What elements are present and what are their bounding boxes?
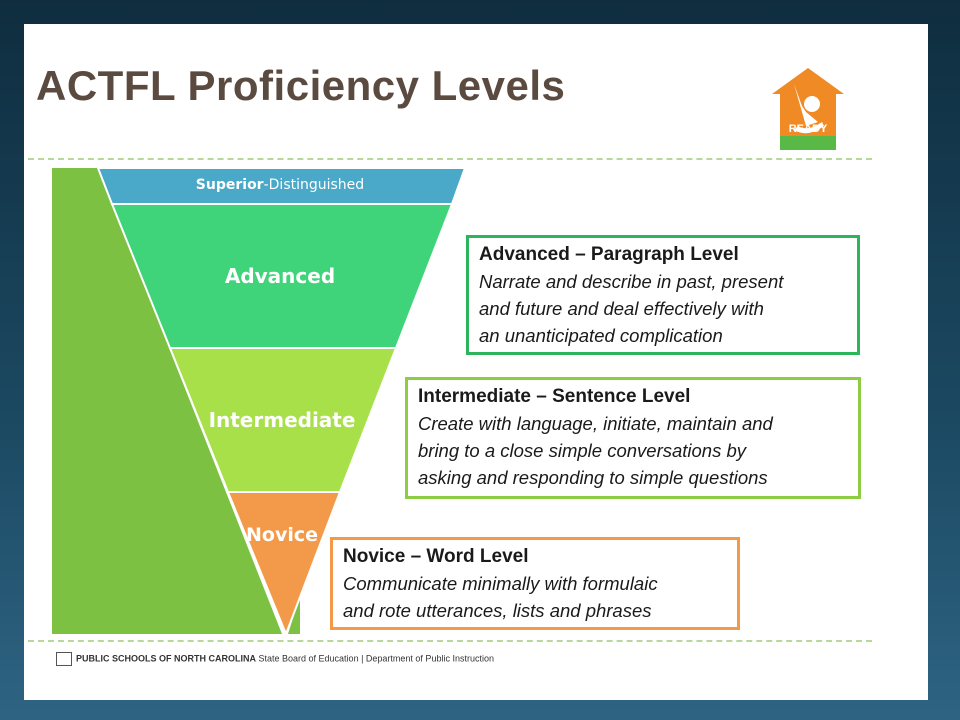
advanced-line-1: Narrate and describe in past, present: [479, 271, 784, 292]
advanced-description-box: Advanced – Paragraph Level Narrate and d…: [466, 235, 860, 355]
novice-line-1: Communicate minimally with formulaic: [343, 573, 658, 594]
intermediate-line-2: bring to a close simple conversations by: [418, 440, 747, 461]
intermediate-line-3: asking and responding to simple question…: [418, 467, 768, 488]
novice-line-2: and rote utterances, lists and phrases: [343, 600, 652, 621]
house-reading-child-icon: [772, 68, 844, 150]
advanced-line-3: an unanticipated complication: [479, 325, 723, 346]
novice-heading: Novice – Word Level: [343, 546, 529, 567]
footer-seal-icon: [56, 652, 72, 666]
intermediate-heading: Intermediate – Sentence Level: [418, 386, 691, 407]
page-title: ACTFL Proficiency Levels: [36, 62, 566, 109]
level-novice: [226, 491, 342, 637]
top-divider: [28, 158, 872, 160]
intermediate-label: Intermediate: [208, 408, 356, 432]
bottom-divider: [28, 640, 872, 642]
green-wedge: [52, 168, 282, 634]
novice-label: Novice: [245, 524, 318, 546]
superior-label: Superior-Distinguished: [195, 177, 365, 193]
logo-label: READY: [788, 123, 828, 135]
advanced-heading: Advanced – Paragraph Level: [479, 244, 739, 265]
intermediate-description-box: Intermediate – Sentence Level Create wit…: [405, 377, 861, 499]
advanced-line-2: and future and deal effectively with: [479, 298, 764, 319]
advanced-label: Advanced: [224, 264, 336, 288]
footer-text: PUBLIC SCHOOLS OF NORTH CAROLINA State B…: [56, 652, 494, 666]
novice-description-box: Novice – Word Level Communicate minimall…: [330, 537, 740, 630]
intermediate-line-1: Create with language, initiate, maintain…: [418, 413, 773, 434]
